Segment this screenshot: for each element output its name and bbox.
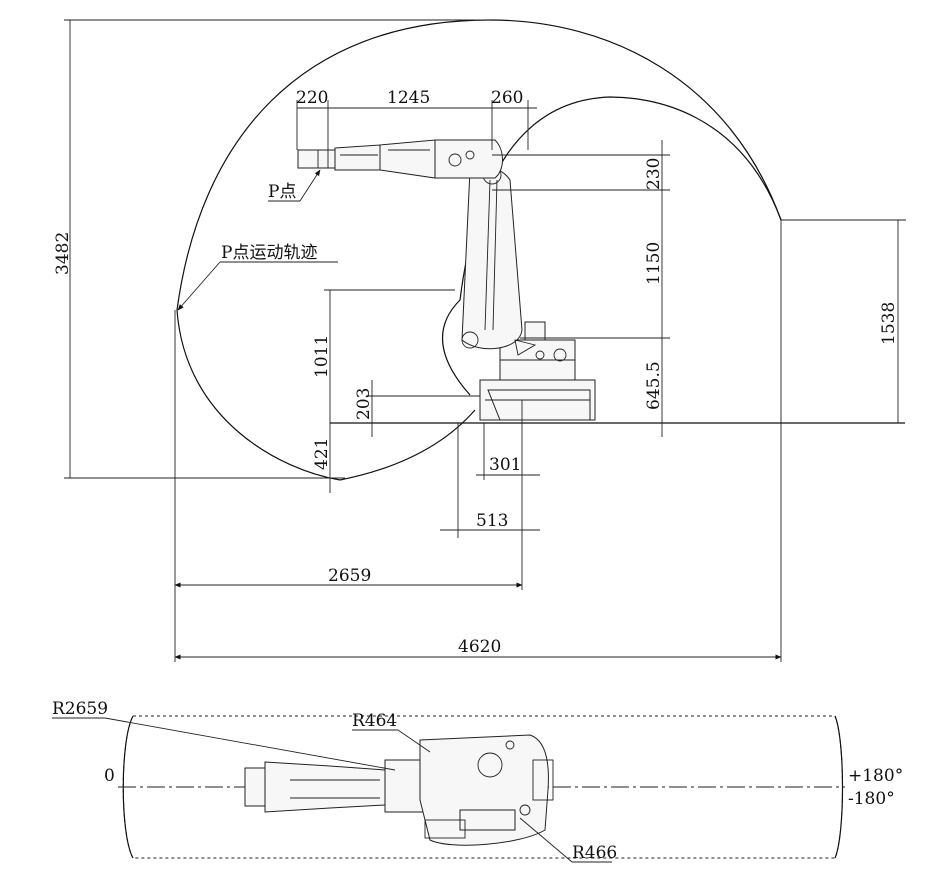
p-point-label: P点 (268, 182, 296, 202)
dim-1538: 1538 (879, 302, 899, 345)
dim-3482: 3482 (53, 232, 73, 275)
side-view: 220 1245 260 230 1150 645.5 1538 3482 10… (53, 19, 906, 662)
dim-645-5: 645.5 (644, 361, 664, 410)
dim-230: 230 (644, 158, 664, 190)
workspace-envelope-outer (176, 19, 782, 481)
r464-label: R464 (352, 711, 397, 731)
minus180-label: -180° (848, 789, 895, 809)
dim-421: 421 (312, 438, 332, 470)
robot-base (479, 321, 596, 421)
p-trajectory-label: P点运动轨迹 (221, 243, 317, 263)
r2659-label: R2659 (52, 699, 108, 719)
dim-1150: 1150 (644, 242, 664, 285)
dim-4620: 4620 (458, 637, 501, 657)
dim-203: 203 (354, 388, 374, 420)
robot-lower-arm (461, 165, 537, 356)
dim-2659: 2659 (328, 566, 371, 586)
zero-angle-label: 0 (104, 766, 115, 786)
top-view: R2659 R464 R466 0 +180° -180° (52, 699, 903, 863)
dim-1011: 1011 (312, 335, 332, 378)
top-view-robot (244, 734, 554, 846)
r466-label: R466 (572, 843, 617, 863)
dim-301: 301 (489, 455, 521, 475)
dim-1245: 1245 (387, 88, 430, 108)
plus180-label: +180° (848, 766, 903, 786)
dim-260: 260 (491, 88, 523, 108)
robot-upper-arm (297, 139, 503, 179)
dim-513: 513 (476, 511, 508, 531)
workspace-envelope-inner (442, 96, 782, 396)
dim-220: 220 (296, 88, 328, 108)
